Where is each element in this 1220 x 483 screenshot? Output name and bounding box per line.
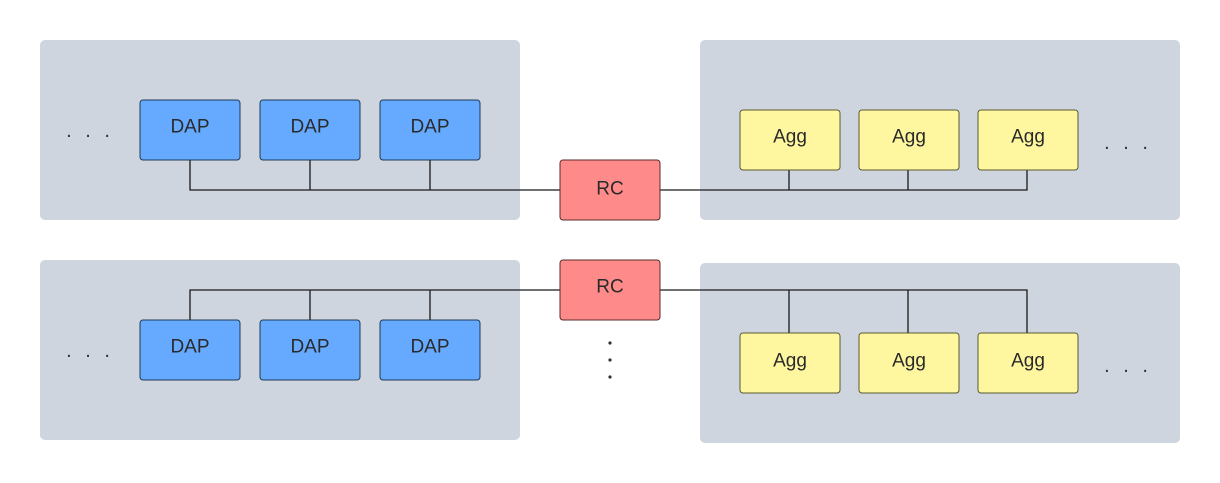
rc-node — [559, 159, 661, 221]
dap-node — [259, 99, 361, 161]
dap-node-label: DAP — [410, 337, 449, 358]
ellipsis-left-1: . . . — [66, 120, 114, 142]
agg-node — [977, 109, 1079, 171]
rc-node — [559, 259, 661, 321]
ellipsis-right-2: . . . — [1104, 355, 1152, 377]
agg-connector-row-2 — [660, 289, 1028, 333]
agg-node — [858, 109, 960, 171]
rc-node-label: RC — [596, 277, 623, 298]
agg-node — [858, 332, 960, 394]
dap-node-label: DAP — [170, 117, 209, 138]
dap-node — [379, 319, 481, 381]
ellipsis-right-1: . . . — [1104, 132, 1152, 154]
dap-connector-row-1 — [189, 160, 560, 191]
agg-node — [977, 332, 1079, 394]
dap-node-label: DAP — [170, 337, 209, 358]
dap-node — [379, 99, 481, 161]
vertical-ellipsis — [608, 341, 612, 379]
dap-node-label: DAP — [290, 337, 329, 358]
dap-node — [139, 319, 241, 381]
agg-node — [739, 109, 841, 171]
dap-node — [259, 319, 361, 381]
rc-node-label: RC — [596, 179, 623, 200]
ellipsis-left-2: . . . — [66, 340, 114, 362]
agg-node-label: Agg — [1011, 127, 1045, 148]
dap-node-label: DAP — [290, 117, 329, 138]
agg-node-label: Agg — [1011, 351, 1045, 372]
dap-node-label: DAP — [410, 117, 449, 138]
agg-node-label: Agg — [773, 351, 807, 372]
dap-connector-row-2 — [189, 289, 560, 320]
agg-node — [739, 332, 841, 394]
agg-node-label: Agg — [773, 127, 807, 148]
agg-connector-row-1 — [660, 170, 1028, 191]
agg-node-label: Agg — [892, 351, 926, 372]
dap-node — [139, 99, 241, 161]
agg-node-label: Agg — [892, 127, 926, 148]
